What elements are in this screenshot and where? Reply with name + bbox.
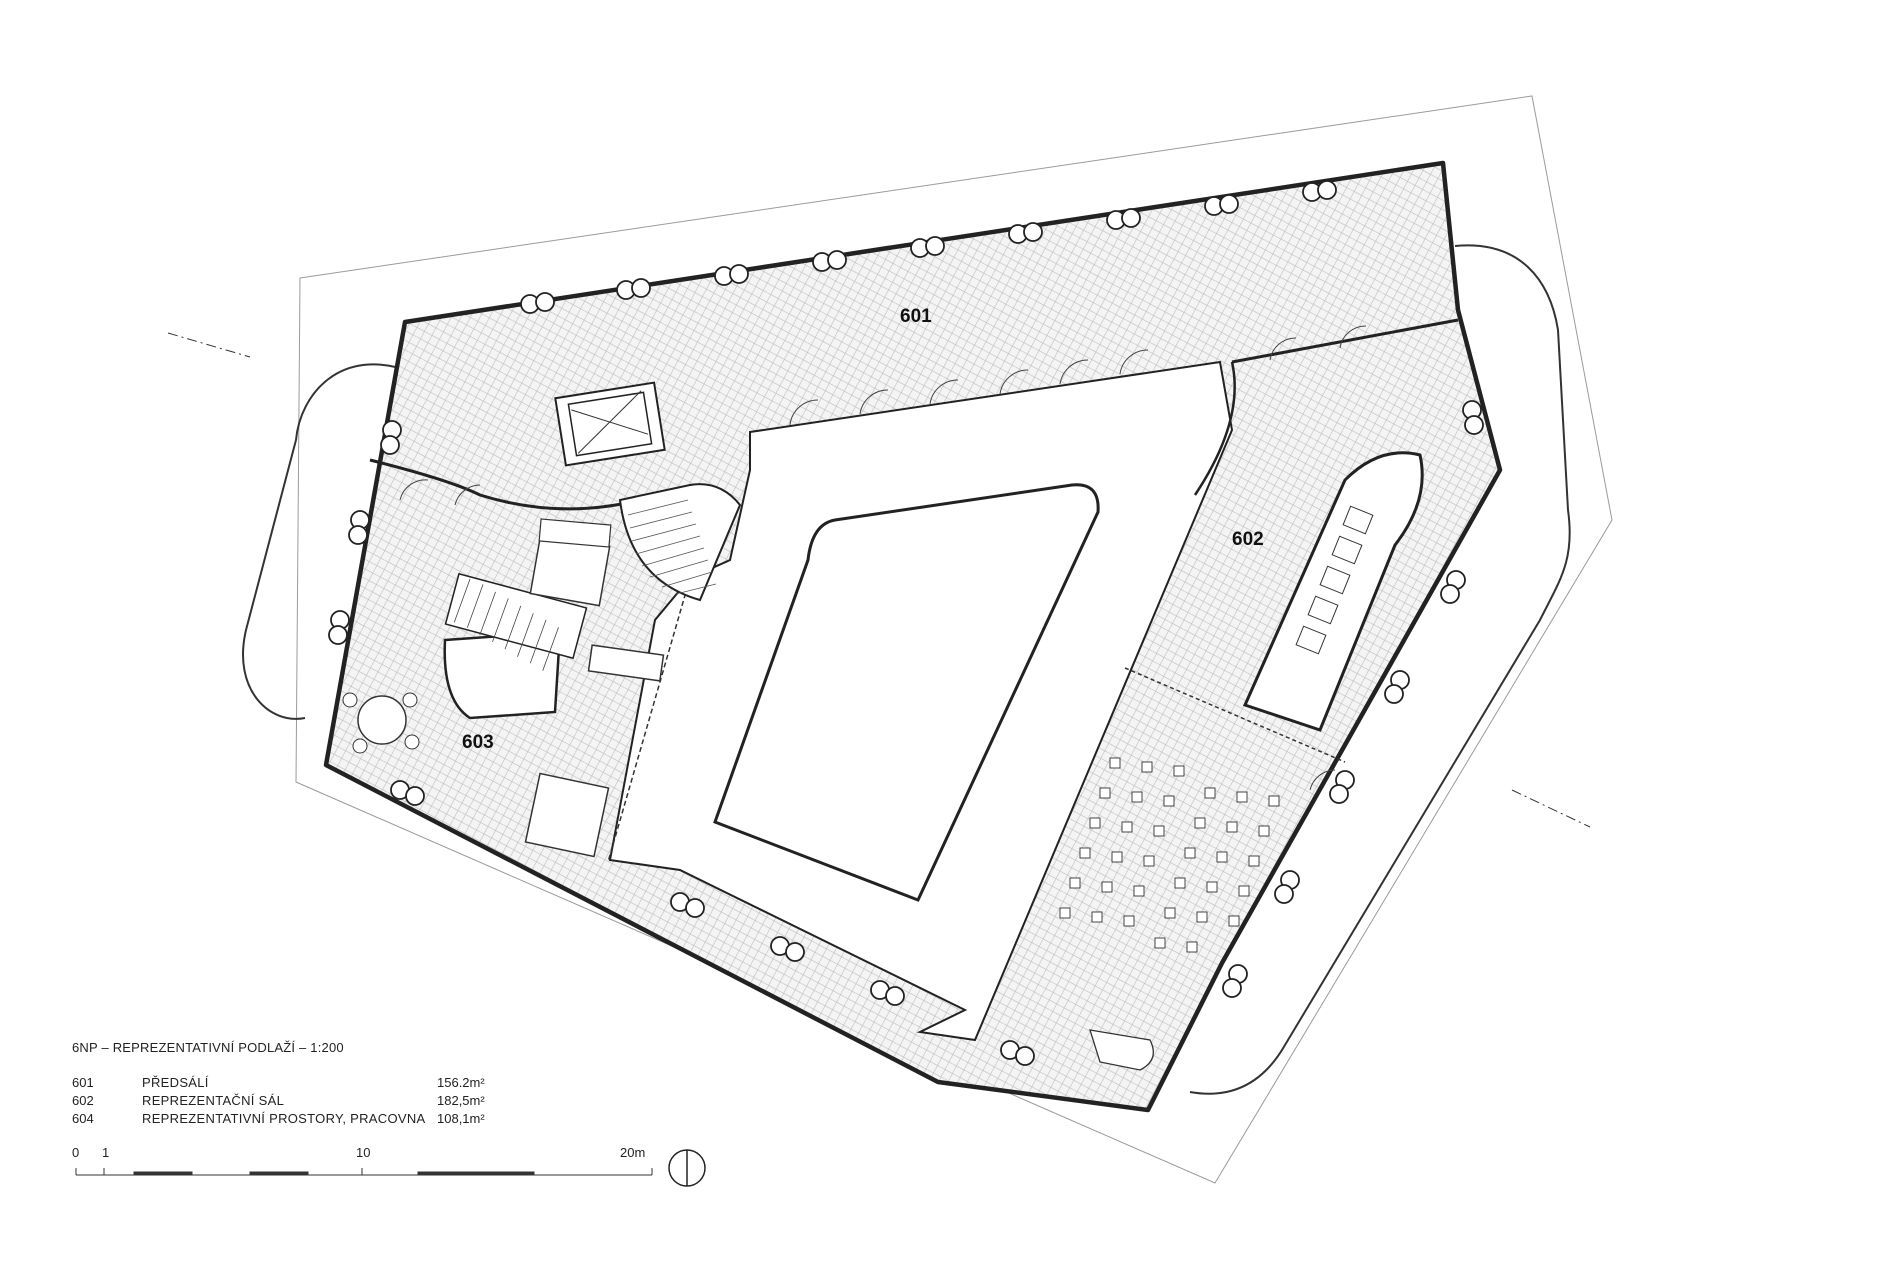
partition-601-602 — [1231, 318, 1459, 364]
restroom-core-603 — [443, 630, 562, 720]
site-boundary — [295, 95, 1613, 1184]
scale-label-10: 10 — [356, 1145, 371, 1160]
partition-602-divider — [1124, 667, 1346, 763]
scale-bar — [75, 1168, 653, 1176]
plan-title: 6NP – REPREZENTATIVNÍ PODLAŽÍ – 1:200 — [72, 1040, 344, 1055]
facade-piers — [328, 180, 1484, 1066]
sofa-corner — [538, 518, 612, 548]
elevator-shaft — [554, 381, 666, 467]
room-number: 602 — [72, 1092, 94, 1108]
scale-label-1: 1 — [102, 1145, 110, 1160]
stair-secondary — [444, 572, 588, 671]
main-stair — [618, 483, 742, 602]
scale-label-20: 20m — [620, 1145, 646, 1160]
room-name: REPREZENTATIVNÍ PROSTORY, PRACOVNA — [142, 1110, 426, 1126]
wall-603-courtyard — [607, 577, 691, 863]
legend-row: 601 PŘEDSÁLÍ 156.2m² — [72, 1073, 517, 1091]
room-area: 156.2m² — [437, 1074, 485, 1090]
wall-602-inner — [1193, 361, 1236, 496]
chairs-round-table — [342, 692, 420, 754]
restroom-stalls — [1295, 505, 1374, 655]
room-label-603: 603 — [462, 732, 494, 753]
atrium-void — [713, 483, 1100, 902]
restroom-core-602 — [1242, 451, 1424, 732]
legend: 6NP – REPREZENTATIVNÍ PODLAŽÍ – 1:200 60… — [72, 1040, 517, 1127]
elevator-cross — [571, 390, 649, 454]
round-table — [357, 695, 407, 745]
desk-603 — [587, 644, 665, 682]
audience-seating — [1059, 757, 1280, 953]
scale-label-0: 0 — [72, 1145, 80, 1160]
scale-labels: 0 1 10 20m — [72, 1145, 672, 1161]
room-area: 108,1m² — [437, 1110, 485, 1126]
room-label-601: 601 — [900, 306, 932, 327]
room-label-602: 602 — [1232, 529, 1264, 550]
legend-row: 604 REPREZENTATIVNÍ PROSTORY, PRACOVNA 1… — [72, 1109, 517, 1127]
room-name: REPREZENTAČNÍ SÁL — [142, 1092, 285, 1108]
partition-601-603 — [369, 458, 690, 511]
room-number: 601 — [72, 1074, 94, 1090]
room-name: PŘEDSÁLÍ — [142, 1074, 209, 1090]
grand-piano — [1089, 1029, 1154, 1071]
axis-line-right — [1511, 789, 1591, 828]
sofa-area — [524, 772, 610, 858]
axis-line-left — [167, 332, 251, 358]
balcony-right — [1189, 244, 1571, 1095]
legend-row: 602 REPREZENTAČNÍ SÁL 182,5m² — [72, 1091, 517, 1109]
door-swings — [399, 325, 1367, 791]
room-area: 182,5m² — [437, 1092, 485, 1108]
elevator-cab — [567, 391, 653, 457]
stair-treads — [627, 499, 717, 595]
balcony-left — [242, 363, 413, 720]
room-number: 604 — [72, 1110, 94, 1126]
north-arrow-icon — [668, 1149, 706, 1187]
